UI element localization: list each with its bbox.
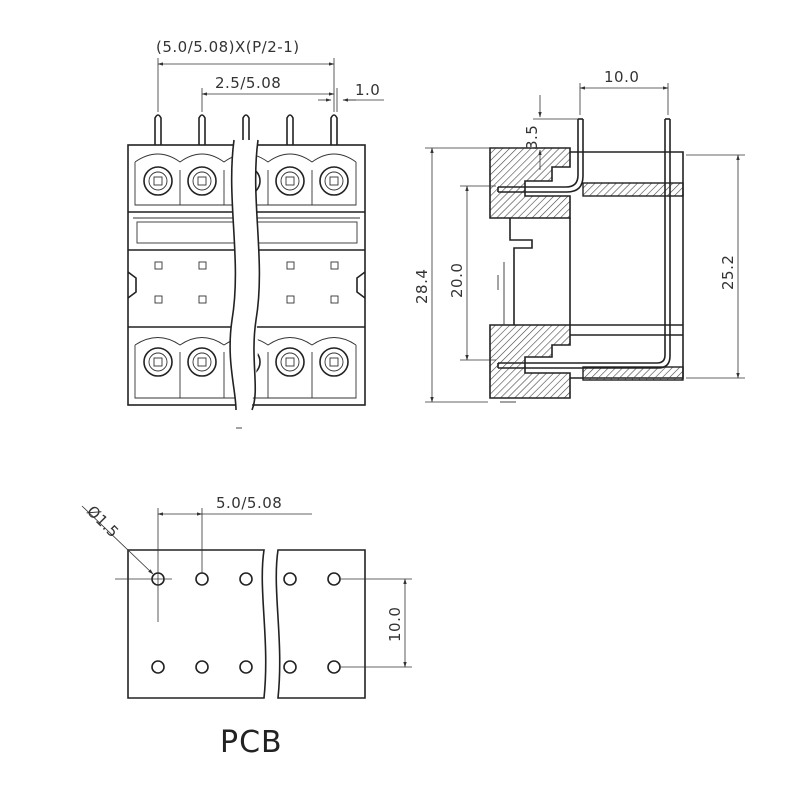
front-pins <box>154 114 338 145</box>
half-pitch-dimension: 2.5/5.08 <box>215 74 281 92</box>
hole-diameter-dimension: Ø1.5 <box>83 502 122 541</box>
pcb-holes <box>151 572 341 674</box>
hole-pitch-dimension: 5.0/5.08 <box>216 494 282 512</box>
pcb-row-spacing-dimension: 10.0 <box>386 607 404 642</box>
pin-width-dimension: 1.0 <box>355 81 380 99</box>
break-lines <box>229 139 261 411</box>
side-view: 10.0 3.5 28.4 20.0 25.2 <box>413 68 745 403</box>
body-height-dimension: 25.2 <box>719 255 737 290</box>
pcb-view: 5.0/5.08 Ø1.5 10.0 PCB <box>81 494 412 760</box>
pcb-title: PCB <box>220 725 283 760</box>
row-spacing-dimension: 20.0 <box>448 263 466 298</box>
pin-offset-dimension: 10.0 <box>604 68 639 86</box>
overall-height-dimension: 28.4 <box>413 269 431 304</box>
front-view: (5.0/5.08)X(P/2-1) 2.5/5.08 1.0 <box>127 38 384 429</box>
pitch-formula-dimension: (5.0/5.08)X(P/2-1) <box>156 38 300 56</box>
pin-protrusion-dimension: 3.5 <box>523 125 541 150</box>
